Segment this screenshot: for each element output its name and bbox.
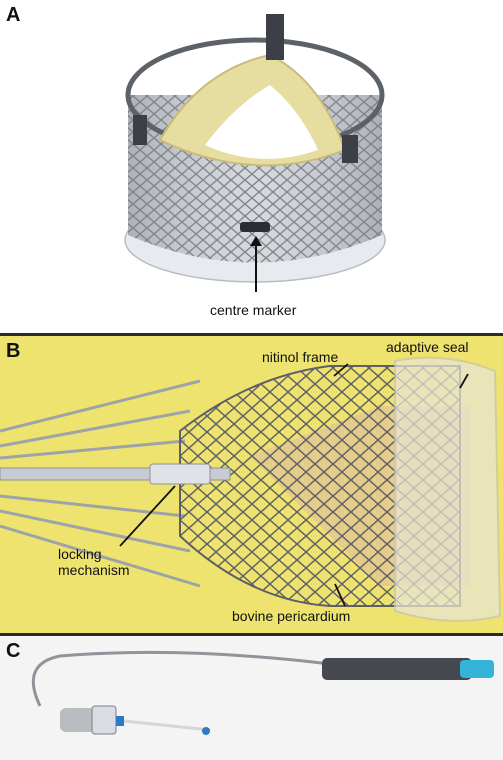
panel-b: B nitinol frame adaptive seal locking me… <box>0 336 503 633</box>
valve-photo-top <box>124 14 386 292</box>
divider-bc <box>0 633 503 636</box>
label-adaptive-seal: adaptive seal <box>386 339 469 355</box>
panel-letter-a: A <box>6 4 21 26</box>
panel-letter-b: B <box>6 340 21 362</box>
label-mechanism: mechanism <box>58 562 130 578</box>
panel-letter-c: C <box>6 640 21 662</box>
divider-ab <box>0 333 503 336</box>
catheter-tip <box>460 660 494 678</box>
label-nitinol-frame: nitinol frame <box>262 349 339 365</box>
delivery-system-photo <box>31 650 494 735</box>
label-bovine-pericardium: bovine pericardium <box>232 608 351 624</box>
panel-c: C <box>0 636 503 760</box>
label-centre-marker: centre marker <box>210 302 297 318</box>
panel-a: A centre marker <box>0 0 503 333</box>
label-locking: locking <box>58 546 102 562</box>
valve-photo-side <box>0 356 502 622</box>
centre-marker <box>240 222 270 232</box>
